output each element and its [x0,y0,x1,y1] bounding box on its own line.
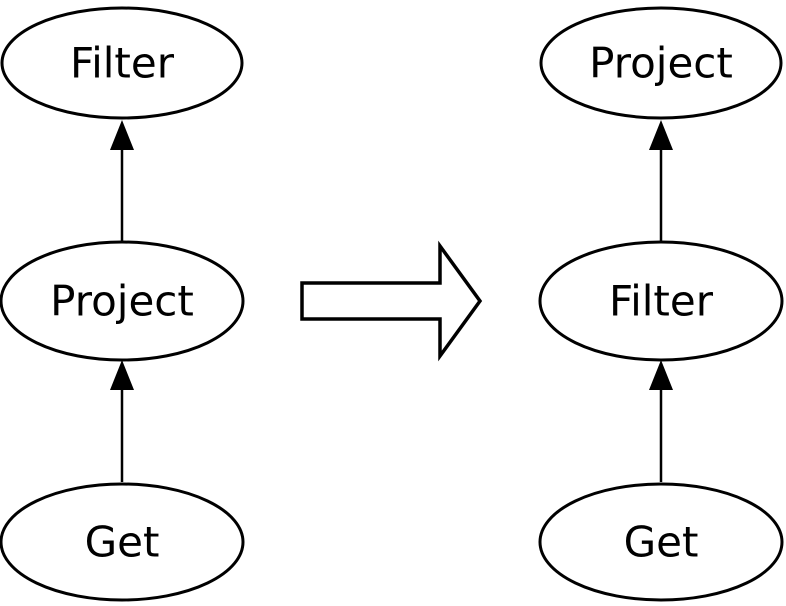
left-node-get: Get [0,482,245,602]
node-ellipse [538,240,784,362]
right-tree: Project Filter Get [538,6,784,602]
node-label: Filter [70,39,175,88]
node-label: Filter [609,277,714,326]
right-edge-filter-to-project [649,120,673,241]
node-label: Get [85,518,160,567]
left-node-filter: Filter [0,6,244,120]
arrowhead-up-icon [649,360,673,390]
arrowhead-up-icon [649,120,673,150]
node-ellipse [0,240,245,362]
right-node-filter: Filter [538,240,784,362]
left-node-project: Project [0,240,245,362]
node-label: Get [624,518,699,567]
node-ellipse [539,6,783,120]
right-block-arrow-icon [300,240,483,362]
node-ellipse [0,6,244,120]
left-edge-project-to-filter [110,120,134,241]
transform-arrow [300,240,483,362]
node-ellipse [0,482,245,602]
left-tree: Filter Project Get [0,6,245,602]
node-ellipse [538,482,784,602]
node-label: Project [50,277,194,326]
left-edge-get-to-project [110,360,134,482]
node-label: Project [589,39,733,88]
arrowhead-up-icon [110,360,134,390]
right-edge-get-to-filter [649,360,673,482]
right-node-project: Project [539,6,783,120]
right-node-get: Get [538,482,784,602]
arrowhead-up-icon [110,120,134,150]
